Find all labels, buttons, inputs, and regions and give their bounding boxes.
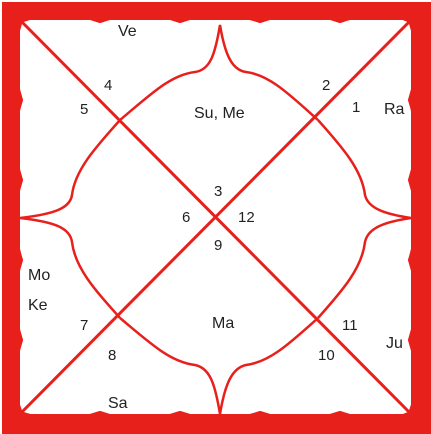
inner-curve-bottom xyxy=(120,318,318,414)
inner-curve-left xyxy=(20,120,120,318)
house-number-11: 11 xyxy=(342,318,358,333)
house-number-3: 3 xyxy=(214,184,222,199)
house-number-9: 9 xyxy=(214,238,222,253)
inner-curve-right xyxy=(318,120,411,318)
house-number-4: 4 xyxy=(104,78,112,93)
planet-ju: Ju xyxy=(386,336,403,352)
house-number-5: 5 xyxy=(80,102,88,117)
house-number-10: 10 xyxy=(318,348,335,363)
planet-sa: Sa xyxy=(108,396,128,412)
planet-mo: Mo xyxy=(28,268,50,284)
house-number-8: 8 xyxy=(108,348,116,363)
planet-ke: Ke xyxy=(28,298,48,314)
planet-ra: Ra xyxy=(384,102,404,118)
house-number-7: 7 xyxy=(80,318,88,333)
planet-ve: Ve xyxy=(118,24,137,40)
house-number-1: 1 xyxy=(352,100,360,115)
house-number-12: 12 xyxy=(238,210,255,225)
house-number-6: 6 xyxy=(182,210,190,225)
planet-su-me: Su, Me xyxy=(194,106,245,122)
planet-ma: Ma xyxy=(212,316,234,332)
house-number-2: 2 xyxy=(322,78,330,93)
